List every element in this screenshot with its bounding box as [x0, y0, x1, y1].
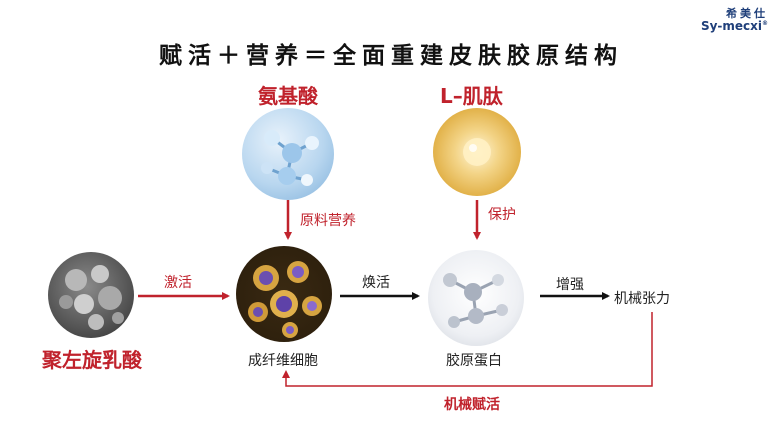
mechanical-tension-label: 机械张力	[614, 291, 670, 307]
brand-name-cn: 希美仕	[726, 7, 768, 20]
collagen-image	[428, 250, 524, 346]
plla-label: 聚左旋乳酸	[42, 348, 142, 372]
l-peptide-label: L–肌肽	[440, 84, 503, 108]
arrow-mechanical-loop	[282, 312, 653, 387]
revitalize-label: 焕活	[362, 275, 390, 291]
protect-label: 保护	[488, 207, 516, 223]
mechanical-revitalization-label: 机械赋活	[444, 397, 500, 413]
l-peptide-image	[433, 108, 521, 196]
page-title: 赋活＋营养＝全面重建皮肤胶原结构	[159, 43, 623, 69]
enhance-label: 增强	[556, 277, 584, 293]
amino-acid-image	[242, 108, 334, 200]
fibroblast-image	[236, 246, 332, 342]
plla-image	[48, 252, 134, 338]
brand-logo: 希美仕 Sy-mecxi®	[698, 7, 768, 34]
collagen-label: 胶原蛋白	[446, 353, 502, 369]
amino-acid-label: 氨基酸	[258, 84, 318, 108]
fibroblast-label: 成纤维细胞	[248, 353, 318, 369]
nutrition-label: 原料营养	[300, 213, 356, 229]
activate-label: 激活	[164, 275, 192, 291]
brand-name-en: Sy-mecxi®	[700, 19, 768, 34]
